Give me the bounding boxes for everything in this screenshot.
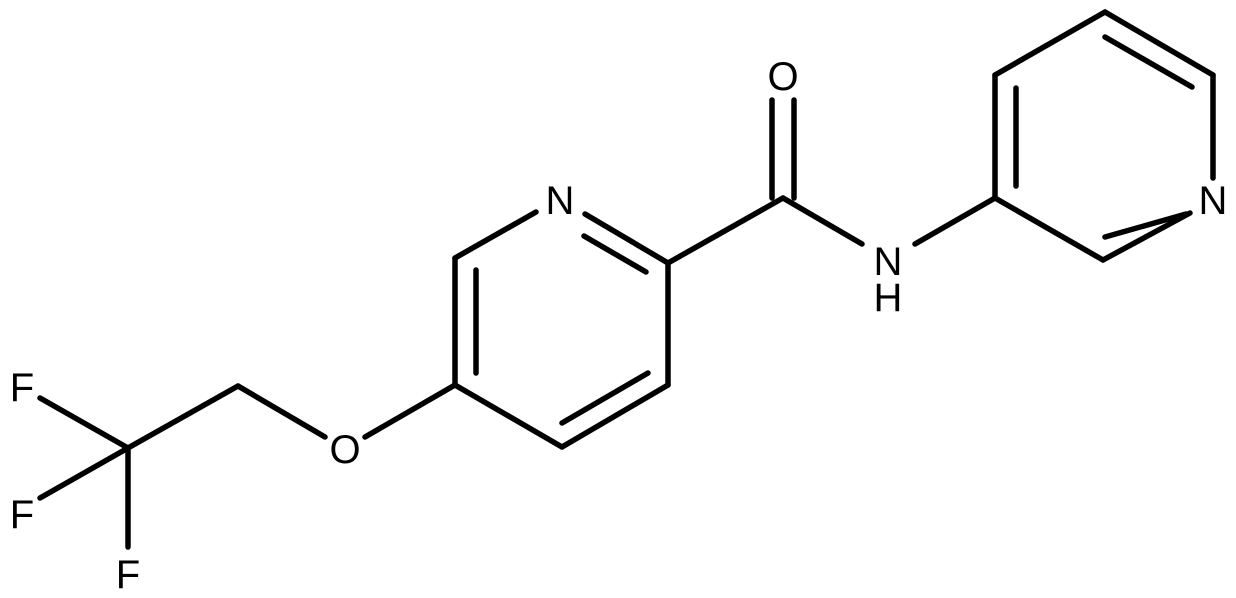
bond-nh-c3prime [912, 195, 998, 247]
bond-c5-c4 [452, 382, 565, 450]
bond-cf3-f1 [37, 395, 131, 451]
bond-carbonyl-nh [780, 195, 865, 247]
atom-f-3: F [116, 553, 140, 597]
atom-f-1: F [10, 366, 34, 410]
atom-f-2: F [10, 493, 34, 537]
bond-c6prime-c5prime [1102, 9, 1216, 78]
atom-n-amide: N [874, 240, 903, 284]
bond-c2-n1 [582, 211, 671, 266]
bond-c2prime-n [1100, 210, 1193, 263]
bond-ch2-cf3 [125, 383, 241, 451]
atom-label-layer: O N N N H O F F F [10, 55, 1228, 597]
bond-cf3-f2 [37, 445, 131, 501]
atom-o-carbonyl: O [767, 55, 798, 99]
bond-c6prime-c5prime-inner [1102, 34, 1195, 90]
atom-o-ether: O [329, 428, 360, 472]
bond-c5prime-c4prime [992, 9, 1108, 78]
bond-o-ch2 [235, 383, 328, 440]
atom-n-pyridin3yl: N [1199, 179, 1228, 223]
bond-c5-o [362, 382, 458, 440]
bond-c4-c3-inner [559, 370, 651, 426]
atom-h-amide: H [874, 276, 903, 320]
bond-carbonyl-c2 [665, 195, 786, 266]
bond-c2prime-c3prime-inner [1102, 211, 1189, 240]
bond-c2-n1-inner [581, 233, 649, 275]
bond-c3prime-c2prime [992, 195, 1106, 263]
atom-n-picolinamide: N [546, 179, 575, 223]
bond-layer [37, 9, 1216, 550]
bond-n1-c6 [452, 209, 539, 261]
bond-c4-c3 [559, 382, 671, 450]
